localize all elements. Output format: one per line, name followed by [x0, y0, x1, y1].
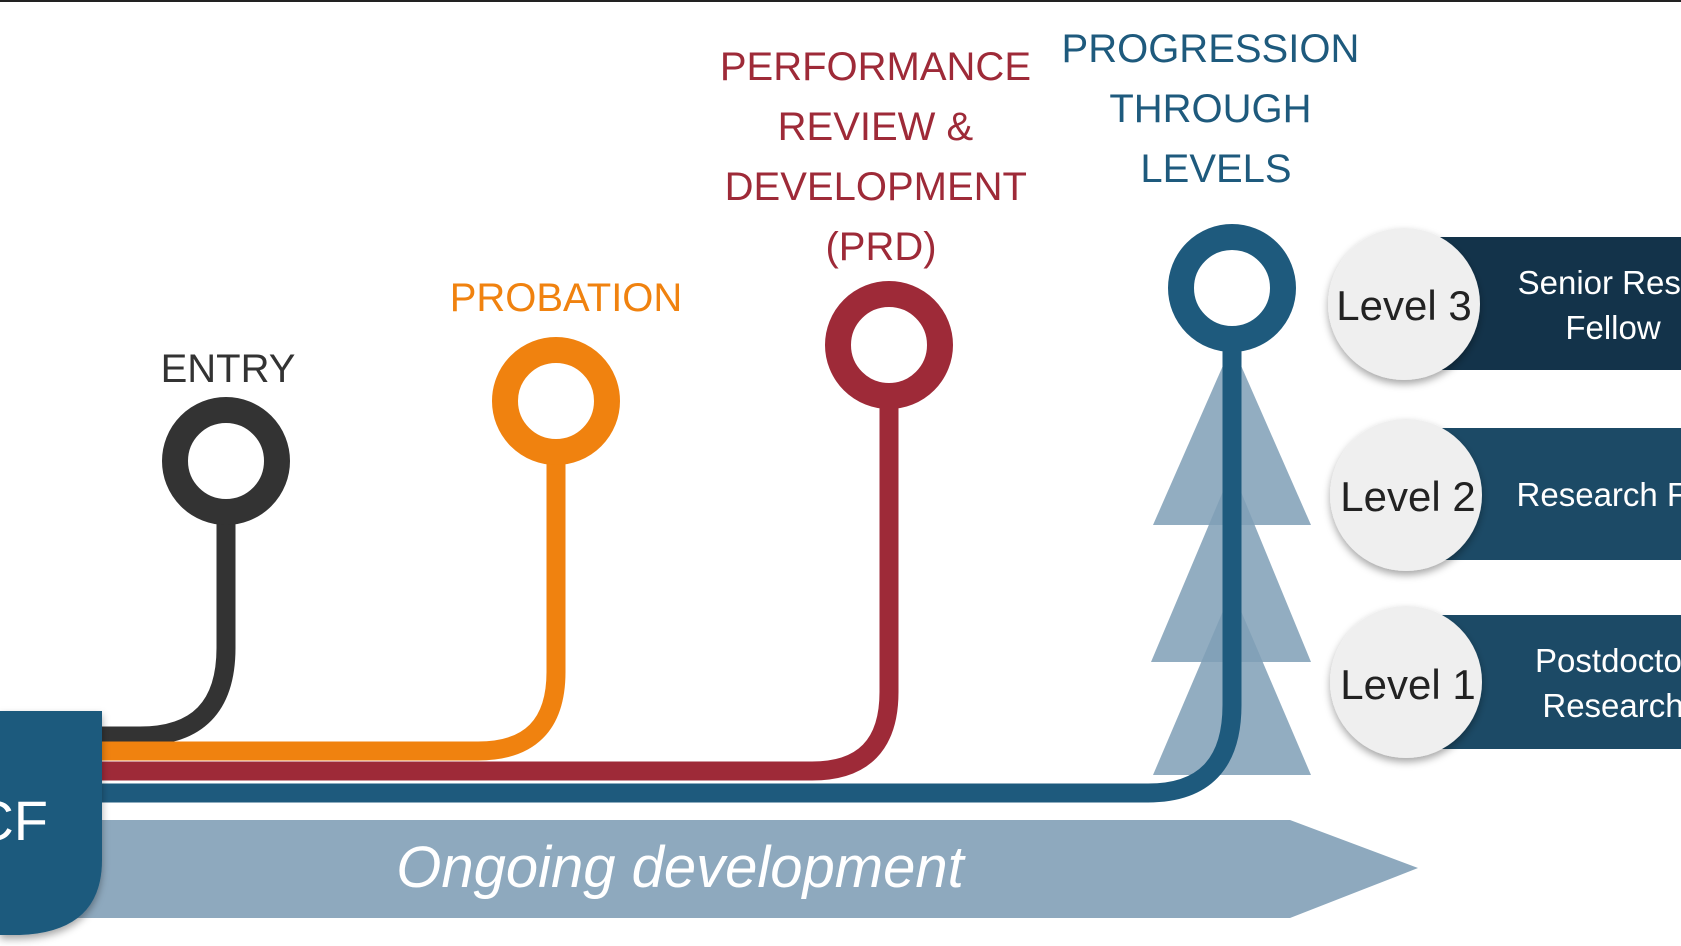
entry-label-line: ENTRY	[161, 347, 296, 391]
prd-label-line-2: REVIEW &	[778, 105, 974, 149]
prd-path	[0, 403, 899, 781]
level-2-title-line-1: Research Fe	[1517, 476, 1681, 513]
prd-label-line-1: PERFORMANCE	[720, 45, 1031, 89]
progression-label-line-1: PROGRESSION	[1062, 27, 1360, 71]
level-1-title-line-1: Postdocto	[1535, 642, 1681, 679]
level-3-title-line-2: Fellow	[1565, 309, 1661, 346]
level-3-title: Senior Rese Fellow	[1518, 264, 1681, 346]
probation-path	[0, 455, 566, 761]
probation-ring	[492, 337, 620, 465]
progression-label-line-3: LEVELS	[1140, 147, 1291, 191]
level-1-title: Postdocto Research	[1535, 642, 1681, 724]
progression-path	[0, 345, 1242, 803]
cf-badge	[0, 711, 102, 935]
progression-ring	[1168, 224, 1296, 352]
level-2-title: Research Fe	[1517, 476, 1681, 513]
prd-ring	[825, 281, 953, 409]
entry-label: ENTRY	[161, 347, 296, 391]
cf-badge-label: CF	[0, 789, 48, 852]
level-2-circle	[1330, 419, 1482, 571]
progression-label-line-2: THROUGH	[1109, 87, 1311, 131]
entry-path	[0, 515, 236, 746]
prd-label-line-3: DEVELOPMENT	[725, 165, 1027, 209]
level-1-label: Level 1	[1340, 661, 1475, 708]
level-3-circle	[1328, 228, 1480, 380]
level-1-title-line-2: Research	[1542, 687, 1681, 724]
top-border	[0, 0, 1681, 2]
level-3-label: Level 3	[1336, 282, 1471, 329]
ongoing-development-label: Ongoing development	[396, 835, 966, 900]
prd-label: PERFORMANCE REVIEW & DEVELOPMENT (PRD)	[720, 45, 1042, 269]
probation-label-line: PROBATION	[450, 276, 683, 320]
prd-label-line-4: (PRD)	[825, 225, 936, 269]
level-3-title-line-1: Senior Rese	[1518, 264, 1681, 301]
level-1-circle	[1330, 606, 1482, 758]
ongoing-development-arrow	[40, 820, 1418, 918]
probation-label: PROBATION	[450, 276, 683, 320]
entry-ring	[162, 397, 290, 525]
progression-label: PROGRESSION THROUGH LEVELS	[1062, 27, 1371, 191]
level-2-label: Level 2	[1340, 473, 1475, 520]
